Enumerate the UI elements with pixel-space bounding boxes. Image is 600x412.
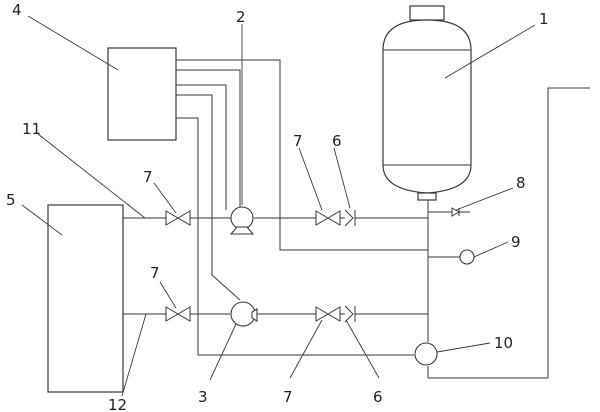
pressure-gauge xyxy=(428,249,475,265)
label-7-upper-left: 7 xyxy=(143,168,153,186)
label-5: 5 xyxy=(6,191,16,209)
part-labels: 1 2 3 4 5 6 6 7 7 7 7 8 9 10 11 12 xyxy=(6,1,549,412)
pressure-vessel xyxy=(382,5,472,201)
check-valve-upper xyxy=(340,209,359,227)
ball-valve-upper-left xyxy=(165,210,191,226)
supply-tank xyxy=(47,204,124,393)
label-9: 9 xyxy=(511,233,521,251)
label-8: 8 xyxy=(516,174,526,192)
pump-upper xyxy=(229,206,255,235)
label-12: 12 xyxy=(108,396,127,412)
label-6-upper: 6 xyxy=(332,132,342,150)
leader-lines xyxy=(21,15,536,397)
label-4: 4 xyxy=(12,1,22,19)
main-riser xyxy=(427,87,590,379)
pump-lower xyxy=(230,301,258,327)
label-1: 1 xyxy=(539,10,549,28)
label-10: 10 xyxy=(494,334,513,352)
control-box xyxy=(107,47,177,141)
label-3: 3 xyxy=(198,388,208,406)
check-valve-lower xyxy=(340,305,359,323)
label-7-lower-right: 7 xyxy=(283,388,293,406)
label-11: 11 xyxy=(22,120,41,138)
ball-valve-upper-right xyxy=(315,210,341,226)
label-2: 2 xyxy=(236,8,246,26)
ball-valve-lower-left xyxy=(165,306,191,322)
pressure-switch xyxy=(414,342,438,366)
needle-valve xyxy=(428,207,470,217)
label-6-lower: 6 xyxy=(373,388,383,406)
control-wires xyxy=(176,59,428,356)
label-7-upper-right: 7 xyxy=(293,132,303,150)
ball-valve-lower-right xyxy=(315,306,341,322)
label-7-lower-left: 7 xyxy=(150,264,160,282)
